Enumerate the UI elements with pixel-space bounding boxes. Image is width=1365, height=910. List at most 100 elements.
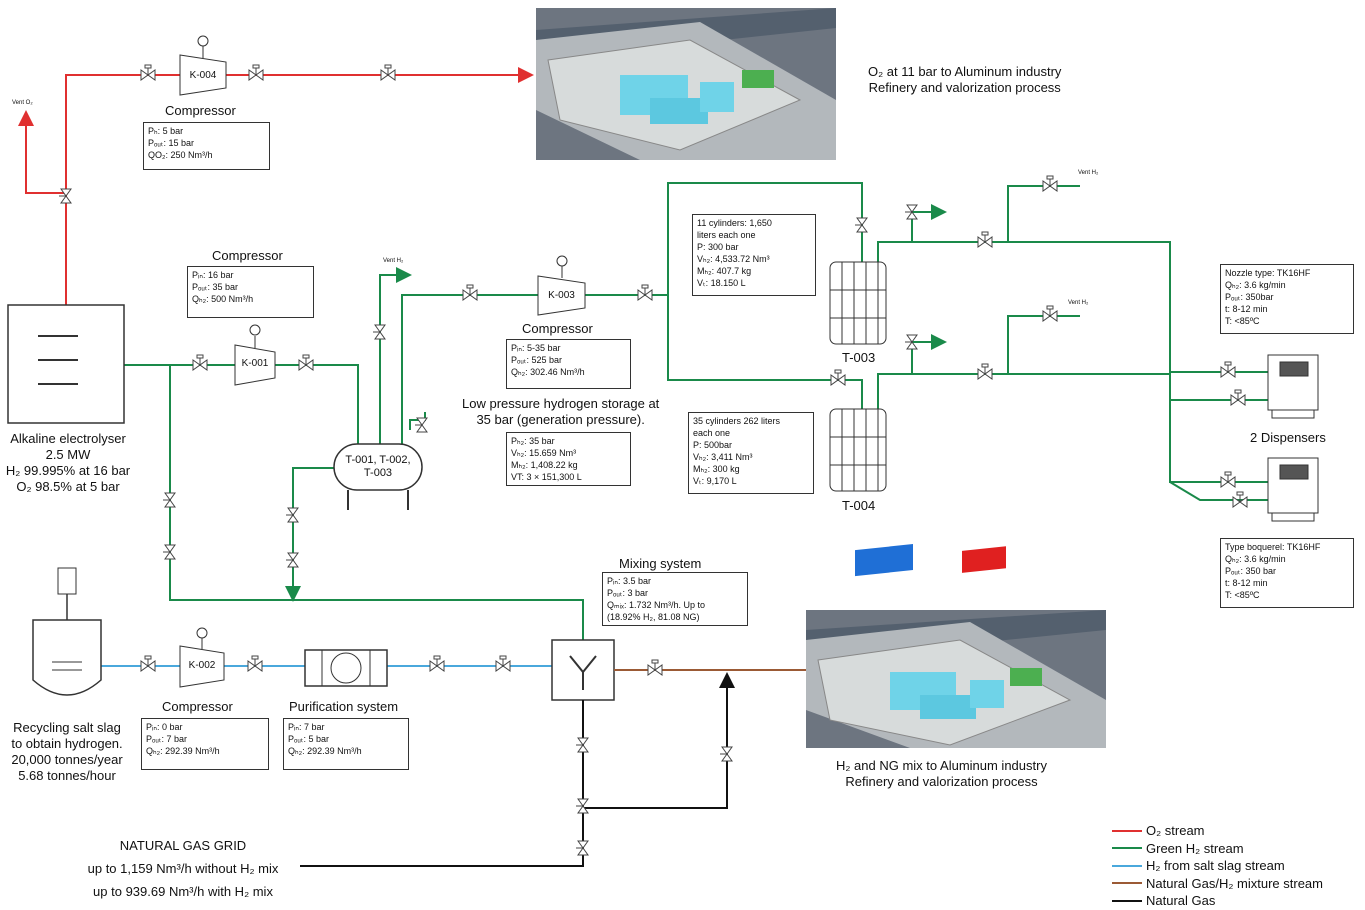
mixing-system-symbol (551, 639, 615, 701)
h2-valve-6[interactable] (977, 231, 993, 248)
salt-valve-2[interactable] (247, 655, 263, 672)
salt-slag-line: to obtain hydrogen. (11, 736, 123, 751)
compressor-k004-symbol (179, 35, 227, 96)
disp-valve-4[interactable] (1232, 491, 1248, 508)
ng-valve-2[interactable] (575, 798, 589, 814)
compressor-k001-symbol (234, 324, 276, 386)
lp-storage-title: Low pressure hydrogen storage at 35 bar … (462, 396, 659, 428)
o2-destination-line: Refinery and valorization process (868, 80, 1061, 95)
purification-spec-line: Qₕ₂: 292.39 Nm³/h (288, 746, 362, 756)
h2-valve-7[interactable] (977, 363, 993, 380)
t003-spec-line: liters each one (697, 230, 756, 240)
purification-system-symbol (304, 649, 388, 687)
k003-spec-line: Pᵢₙ: 5-35 bar (511, 343, 561, 353)
disp-valve-2[interactable] (1230, 389, 1246, 406)
boquerel-spec-line: Qₕ₂: 3.6 kg/min (1225, 554, 1286, 564)
t003-spec-line: Mₕ₂: 407.7 kg (697, 266, 752, 276)
vent-h2-label-3: Vent H₂ (1068, 300, 1089, 306)
t003-cylinder-bank (829, 261, 887, 345)
o2-check-valve[interactable] (380, 64, 396, 81)
t004-spec-line: Vₜ: 9,170 L (693, 476, 737, 486)
t004-spec-line: 35 cylinders 262 liters (693, 416, 781, 426)
plant-render-top (536, 8, 836, 160)
k004-spec-line: Pₕ: 5 bar (148, 126, 184, 136)
disp-valve-3[interactable] (1220, 471, 1236, 488)
disp-valve-1[interactable] (1220, 361, 1236, 378)
k001-spec-line: Pᵢₙ: 16 bar (192, 270, 234, 280)
h2-valve-2[interactable] (298, 354, 314, 371)
legend-swatch (1112, 899, 1142, 902)
lp-outlet-valve-2[interactable] (285, 552, 299, 568)
t003-inlet-valve[interactable] (854, 217, 868, 233)
boquerel-spec-line: T: <85ºC (1225, 590, 1260, 600)
lp-storage-spec-line: Mₕ₂: 1,408.22 kg (511, 460, 578, 470)
mix-destination-text: H₂ and NG mix to Aluminum industry Refin… (836, 758, 1047, 790)
bypass-valve-1[interactable] (162, 492, 176, 508)
h2-valve-5[interactable] (830, 369, 846, 386)
salt-slag-text: Recycling salt slag to obtain hydrogen. … (2, 720, 132, 784)
k001-tag: K-001 (241, 358, 269, 369)
legend-label: Natural Gas/H₂ mixture stream (1146, 875, 1323, 891)
plant-render-bottom (806, 544, 1106, 748)
ng-valve-4[interactable] (719, 746, 733, 762)
nozzle-spec-line: Nozzle type: TK16HF (1225, 268, 1311, 278)
k002-title: Compressor (162, 699, 233, 714)
t003-spec-line: P: 300 bar (697, 242, 739, 252)
electrolyser-line: O₂ 98.5% at 5 bar (16, 479, 120, 494)
ng-grid-text: NATURAL GAS GRID up to 1,159 Nm³/h witho… (78, 834, 288, 903)
nozzle-spec-box: Nozzle type: TK16HF Qₕ₂: 3.6 kg/min Pₒᵤₜ… (1220, 264, 1354, 334)
o2-valve-1[interactable] (140, 64, 156, 81)
dispenser-1 (1267, 354, 1319, 419)
t004-spec-line: P: 500bar (693, 440, 733, 450)
ng-valve-3[interactable] (575, 840, 589, 856)
h2-vent-valve-1[interactable] (1042, 175, 1058, 192)
k001-spec-box: Pᵢₙ: 16 bar Pₒᵤₜ: 35 bar Qₕ₂: 500 Nm³/h (187, 266, 314, 318)
k004-spec-box: Pₕ: 5 bar Pₒᵤₜ: 15 bar QO₂: 250 Nm³/h (143, 122, 270, 170)
electrolyser-line: Alkaline electrolyser (10, 431, 126, 446)
ng-valve-1[interactable] (575, 737, 589, 753)
salt-slag-reactor (32, 567, 102, 696)
k004-spec-line: QO₂: 250 Nm³/h (148, 150, 213, 160)
nozzle-spec-line: T: <85ºC (1225, 316, 1260, 326)
mix-valve[interactable] (647, 659, 663, 676)
salt-check-valve[interactable] (495, 655, 511, 672)
h2-valve-3[interactable] (462, 284, 478, 301)
legend-swatch (1112, 829, 1142, 832)
t004-spec-box: 35 cylinders 262 liters each one P: 500b… (688, 412, 814, 494)
o2-valve-2[interactable] (248, 64, 264, 81)
lp-storage-spec-line: Pₕ₂: 35 bar (511, 436, 555, 446)
salt-valve-1[interactable] (140, 655, 156, 672)
mixing-title: Mixing system (619, 556, 702, 571)
salt-valve-3[interactable] (429, 655, 445, 672)
t003-spec-line: Vₜ: 18.150 L (697, 278, 746, 288)
mixing-spec-line: Pₒᵤₜ: 3 bar (607, 588, 649, 598)
electrolyser-text: Alkaline electrolyser 2.5 MW H₂ 99.995% … (4, 431, 132, 495)
legend-label: Green H₂ stream (1146, 840, 1244, 856)
t003-spec-line: 11 cylinders: 1,650 (697, 218, 772, 228)
lp-vent-valve[interactable] (372, 324, 386, 340)
purification-spec-line: Pᵢₙ: 7 bar (288, 722, 325, 732)
o2-vent-valve[interactable] (58, 188, 72, 204)
h2-valve-4[interactable] (637, 284, 653, 301)
mix-destination-line: Refinery and valorization process (845, 774, 1038, 789)
electrolyser-line: H₂ 99.995% at 16 bar (5, 463, 131, 478)
lp-storage-spec-line: Vₕ₂: 15.659 Nm³ (511, 448, 577, 458)
boquerel-spec-line: t: 8-12 min (1225, 578, 1268, 588)
h2-vent-valve-2[interactable] (1042, 305, 1058, 322)
legend-label: Natural Gas (1146, 893, 1216, 909)
mix-destination-line: H₂ and NG mix to Aluminum industry (836, 758, 1047, 773)
ng-grid-line: up to 1,159 Nm³/h without H₂ mix (87, 861, 279, 876)
purification-spec-line: Pₒᵤₜ: 5 bar (288, 734, 330, 744)
lp-outlet-valve-1[interactable] (285, 507, 299, 523)
nozzle-spec-line: t: 8-12 min (1225, 304, 1268, 314)
compressor-k003-symbol (537, 255, 586, 316)
bypass-valve-2[interactable] (162, 544, 176, 560)
legend-swatch (1112, 847, 1142, 850)
k002-spec-line: Qₕ₂: 292.39 Nm³/h (146, 746, 220, 756)
t004-spec-line: Vₕ₂: 3,411 Nm³ (693, 452, 753, 462)
lp-storage-spec-line: VT: 3 × 151,300 L (511, 472, 582, 482)
h2-valve-1[interactable] (192, 354, 208, 371)
dispensers-label: 2 Dispensers (1250, 430, 1326, 445)
boquerel-spec-line: Type boquerel: TK16HF (1225, 542, 1321, 552)
